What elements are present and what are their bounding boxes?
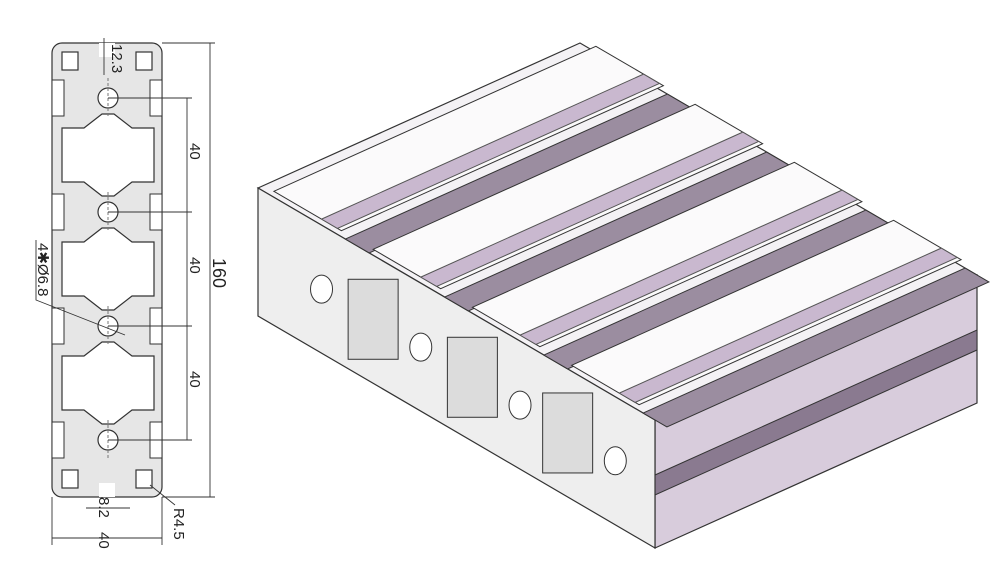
corner-cavity	[61, 469, 79, 489]
rail-lavender-stripe	[618, 247, 959, 403]
top-rail	[471, 161, 863, 348]
dim-corner-radius: R4.5	[170, 508, 187, 540]
dimension-labels: 12.3 40 40 40 160 4✱Ø6.8 8.2 R4.5 40	[34, 44, 229, 549]
cavity	[61, 341, 155, 425]
end-slot	[99, 43, 115, 57]
top-rail	[372, 103, 764, 290]
center-hole	[603, 446, 627, 476]
front-cavity	[347, 278, 399, 360]
dim-width: 40	[95, 532, 112, 549]
top-t-slot	[642, 267, 990, 428]
corner-cavity	[135, 469, 153, 489]
center-hole	[310, 274, 334, 304]
cross-section-profile	[51, 42, 163, 498]
dim-pitch-2: 40	[186, 257, 203, 274]
rail-lavender-stripe	[518, 189, 859, 345]
side-slot	[51, 421, 65, 459]
top-rail	[570, 219, 963, 406]
dim-pitch-1: 40	[186, 143, 203, 160]
dim-total-length: 160	[209, 258, 229, 288]
dimension-lines	[35, 38, 215, 545]
rail-lavender-stripe	[419, 131, 760, 287]
corner-cavity	[135, 51, 153, 71]
dim-pitch-3: 40	[186, 371, 203, 388]
cavity	[61, 227, 155, 311]
rail-lavender-stripe	[320, 73, 661, 229]
side-slot	[51, 193, 65, 231]
side-slot	[51, 307, 65, 345]
front-cavity	[542, 392, 594, 474]
center-hole	[409, 332, 433, 362]
top-rail	[272, 45, 665, 232]
cavity	[61, 113, 155, 197]
dim-slot-depth: 12.3	[108, 44, 125, 73]
isometric-profile-view	[256, 42, 990, 550]
corner-cavity	[61, 51, 79, 71]
front-cavity	[446, 336, 498, 418]
dim-slot-width: 8.2	[95, 497, 112, 518]
center-hole	[508, 390, 532, 420]
side-slot	[51, 79, 65, 117]
end-slot	[99, 483, 115, 497]
dim-hole-callout: 4✱Ø6.8	[34, 243, 51, 296]
